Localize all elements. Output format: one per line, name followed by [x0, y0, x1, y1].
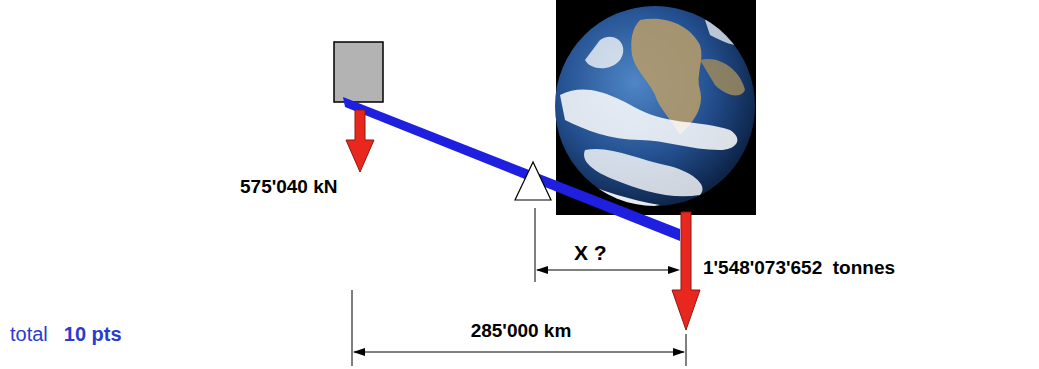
score-note: 10 pts	[64, 322, 122, 346]
dimension-line	[535, 208, 676, 282]
earth-picture	[555, 0, 756, 215]
dimension-line	[352, 290, 686, 366]
dimension-arrowhead	[353, 348, 365, 356]
dimension-arrowhead	[536, 266, 548, 274]
dimension-arrowhead	[668, 266, 680, 274]
dimension-arrowhead	[673, 348, 685, 356]
mass-value: 1'548'073'652 tonnes	[703, 257, 895, 280]
lever-beam	[343, 97, 680, 241]
fulcrum-triangle	[515, 162, 551, 200]
force-value: 575'040 kN	[240, 176, 338, 199]
weight-box	[334, 42, 383, 102]
dimension-label: X ?	[574, 240, 607, 265]
force-arrow	[346, 110, 374, 172]
dimension-label: 285'000 km	[471, 320, 572, 343]
score-note: total	[10, 322, 48, 346]
